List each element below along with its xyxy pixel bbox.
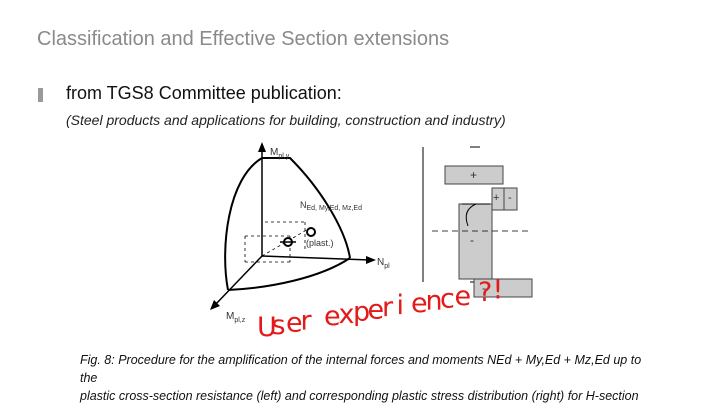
label-npl: Npl bbox=[377, 257, 390, 270]
bullet-marker bbox=[38, 88, 43, 102]
overlay-letter: r bbox=[382, 292, 394, 323]
overlay-letter: i bbox=[397, 290, 405, 321]
overlay-letter: n bbox=[426, 286, 443, 317]
overlay-letter: ! bbox=[493, 275, 504, 306]
label-mply: Mpl,y bbox=[270, 147, 290, 160]
bullet-text: from TGS8 Committee publication: bbox=[66, 83, 342, 103]
overlay-letter: e bbox=[324, 301, 341, 332]
overlay-letter: U bbox=[257, 312, 277, 338]
overlay-letter: s bbox=[272, 310, 286, 338]
overlay-letter: c bbox=[440, 283, 455, 314]
overlay-letter: p bbox=[353, 297, 370, 328]
stress-minus-web: - bbox=[470, 233, 474, 247]
overlay-letter: e bbox=[411, 288, 428, 319]
stress-minus-small: - bbox=[508, 192, 512, 204]
overlay-letter: x bbox=[339, 299, 355, 330]
subtitle-text: (Steel products and applications for bui… bbox=[66, 112, 506, 128]
overlay-letter: e bbox=[286, 308, 303, 338]
overlay-letter: r bbox=[301, 305, 313, 336]
slide-title: Classification and Effective Section ext… bbox=[37, 28, 450, 50]
overlay-letter: ? bbox=[478, 277, 492, 308]
stress-minus-bottom: - bbox=[482, 281, 486, 295]
interaction-diagram bbox=[210, 142, 376, 310]
stress-plus-top: + bbox=[470, 168, 477, 182]
stress-distribution: + + - - - bbox=[422, 146, 533, 298]
overlay-letter: e bbox=[368, 294, 385, 325]
label-mplz: Mpl,z bbox=[226, 311, 246, 324]
caption-line-2: plastic cross-section resistance (left) … bbox=[80, 389, 639, 403]
label-forces: NEd, My,Ed, Mz,Ed bbox=[300, 200, 362, 212]
caption-line-1: Fig. 8: Procedure for the amplification … bbox=[80, 353, 642, 385]
figure-caption: Fig. 8: Procedure for the amplification … bbox=[80, 351, 660, 405]
overlay-letter: e bbox=[455, 281, 472, 312]
stress-plus-small: + bbox=[493, 192, 499, 204]
label-plast: (plast.) bbox=[306, 238, 334, 248]
interaction-figure: Mpl,y NEd, My,Ed, Mz,Ed (plast.) Npl Mpl… bbox=[210, 142, 533, 338]
